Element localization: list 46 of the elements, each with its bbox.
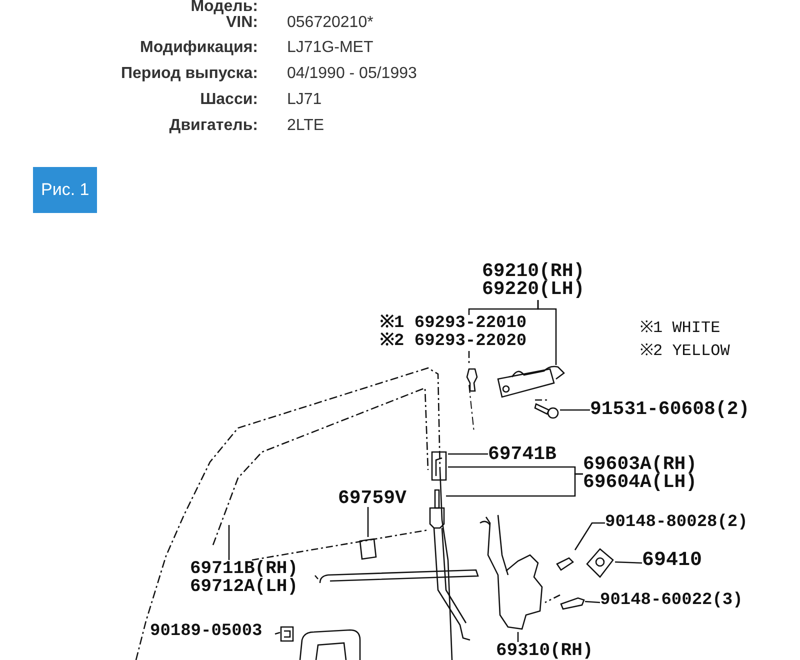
part-number: 90189-05003 xyxy=(150,623,262,641)
leader-line xyxy=(560,409,590,411)
leader-line xyxy=(314,575,318,580)
field-value: 2LTE xyxy=(287,116,324,136)
part-number: ※2 69293-22020 xyxy=(380,333,527,351)
part-number: 69220(LH) xyxy=(482,280,585,298)
part-number: 69711B(RH) xyxy=(190,560,298,578)
leader-line xyxy=(367,507,369,537)
part-number: 90148-60022(3) xyxy=(600,592,743,610)
field-label: VIN: xyxy=(226,14,258,33)
field-label: Период выпуска: xyxy=(120,64,258,84)
leader-line xyxy=(468,351,470,365)
part-number: ※1 69293-22010 xyxy=(380,315,527,333)
leader-line xyxy=(574,522,605,550)
leader-line xyxy=(251,529,428,561)
part-number: 69712A(LH) xyxy=(190,578,298,596)
part-number: 90148-80028(2) xyxy=(605,514,748,532)
part-number: 69603A(RH) xyxy=(583,455,698,473)
field-label: Модификация: xyxy=(139,38,258,58)
color-note: ※1 WHITE xyxy=(640,319,720,337)
figure-tab: Рис. 1 xyxy=(33,167,98,213)
part-number: 69210(RH) xyxy=(482,262,585,280)
part-number: 69310(RH) xyxy=(496,642,594,660)
field-label: Шасси: xyxy=(199,90,258,110)
color-note: ※2 YELLOW xyxy=(640,342,730,360)
part-number: 69759V xyxy=(338,489,406,507)
leader-line xyxy=(517,632,519,642)
field-value: LJ71 xyxy=(287,90,322,110)
leader-line xyxy=(448,453,488,455)
leader-line xyxy=(614,561,642,564)
field-label: Двигатель: xyxy=(168,116,258,136)
leader-line xyxy=(535,399,548,401)
part-number: 91531-60608(2) xyxy=(590,400,750,418)
field-value: 056720210* xyxy=(287,13,374,33)
part-number: 69741B xyxy=(488,445,556,463)
leader-line xyxy=(544,594,560,604)
field-label: Модель: xyxy=(190,0,258,15)
leader-line xyxy=(446,473,583,497)
field-value: LJ71G-MET xyxy=(287,38,374,58)
leader-line xyxy=(537,300,557,365)
leader-line xyxy=(584,600,600,604)
part-number: 69410 xyxy=(642,552,702,570)
part-number: 69604A(LH) xyxy=(583,473,698,491)
leader-line xyxy=(274,632,280,635)
leader-line xyxy=(228,525,230,560)
field-value: 04/1990 - 05/1993 xyxy=(287,64,417,84)
